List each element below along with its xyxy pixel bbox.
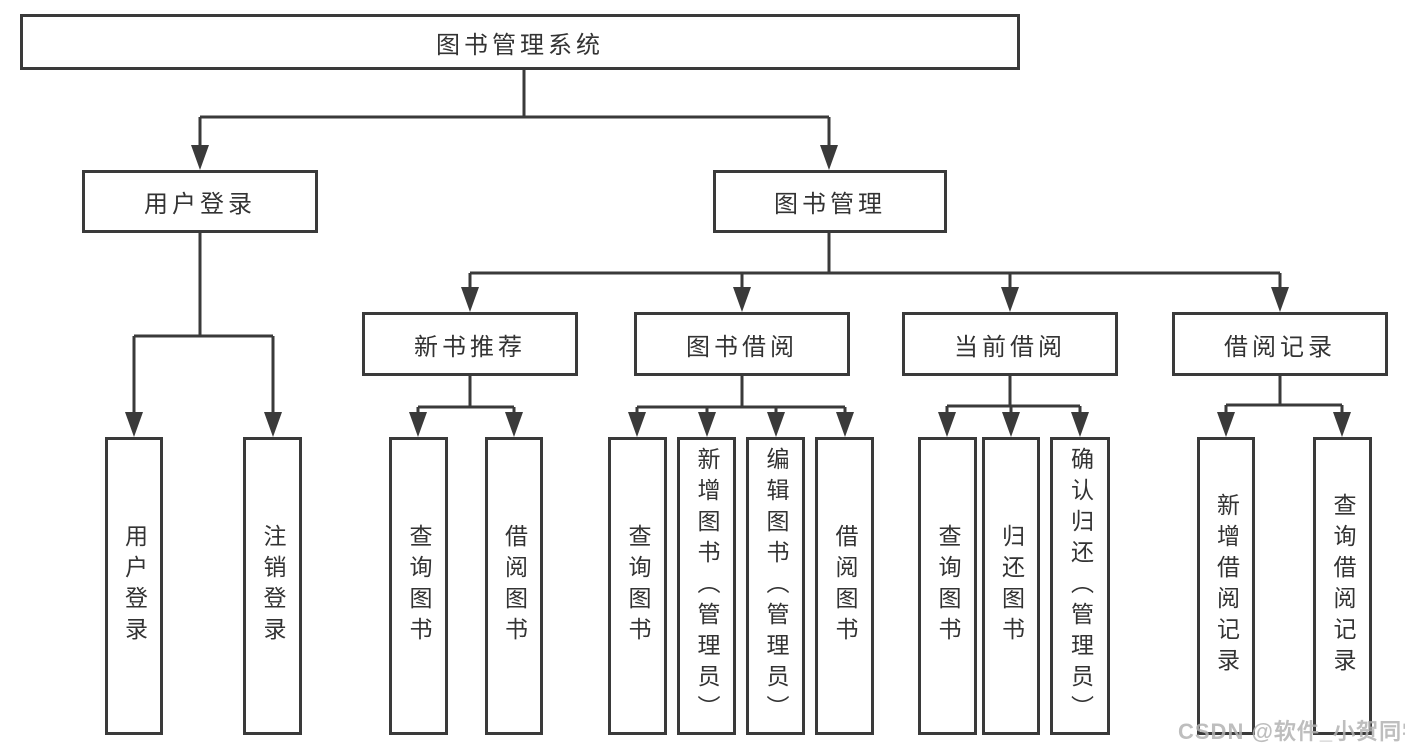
edge-book-borrow-children bbox=[628, 376, 854, 437]
leaf-query-books-borrow: 查询图书 bbox=[608, 437, 667, 735]
leaf-add-borrow-record: 新增借阅记录 bbox=[1197, 437, 1255, 735]
node-borrow-records: 借阅记录 bbox=[1172, 312, 1388, 376]
leaf-logout: 注销登录 bbox=[243, 437, 302, 735]
edge-user-login-children bbox=[125, 233, 282, 437]
leaf-query-borrow-record: 查询借阅记录 bbox=[1313, 437, 1372, 735]
leaf-user-login: 用户登录 bbox=[105, 437, 163, 735]
node-book-management: 图书管理 bbox=[713, 170, 947, 233]
edge-current-borrow-children bbox=[938, 376, 1089, 437]
node-user-login: 用户登录 bbox=[82, 170, 318, 233]
leaf-borrow-books-recommend: 借阅图书 bbox=[485, 437, 543, 735]
edge-new-book-recommend-children bbox=[409, 376, 523, 437]
leaf-confirm-return-admin: 确认归还（管理员） bbox=[1050, 437, 1110, 735]
leaf-add-book-admin: 新增图书（管理员） bbox=[677, 437, 736, 735]
node-current-borrow: 当前借阅 bbox=[902, 312, 1118, 376]
watermark: CSDN @软件_小贺同学 bbox=[1178, 719, 1405, 744]
leaf-borrow-books: 借阅图书 bbox=[815, 437, 874, 735]
node-book-borrow: 图书借阅 bbox=[634, 312, 850, 376]
leaf-query-books-recommend: 查询图书 bbox=[389, 437, 448, 735]
edge-book-management-children bbox=[461, 233, 1289, 312]
edge-root-to-level1 bbox=[191, 70, 838, 170]
node-library-system: 图书管理系统 bbox=[20, 14, 1020, 70]
leaf-return-books: 归还图书 bbox=[982, 437, 1040, 735]
leaf-edit-book-admin: 编辑图书（管理员） bbox=[746, 437, 805, 735]
node-new-book-recommend: 新书推荐 bbox=[362, 312, 578, 376]
edge-borrow-records-children bbox=[1217, 376, 1351, 437]
leaf-query-books-current: 查询图书 bbox=[918, 437, 977, 735]
